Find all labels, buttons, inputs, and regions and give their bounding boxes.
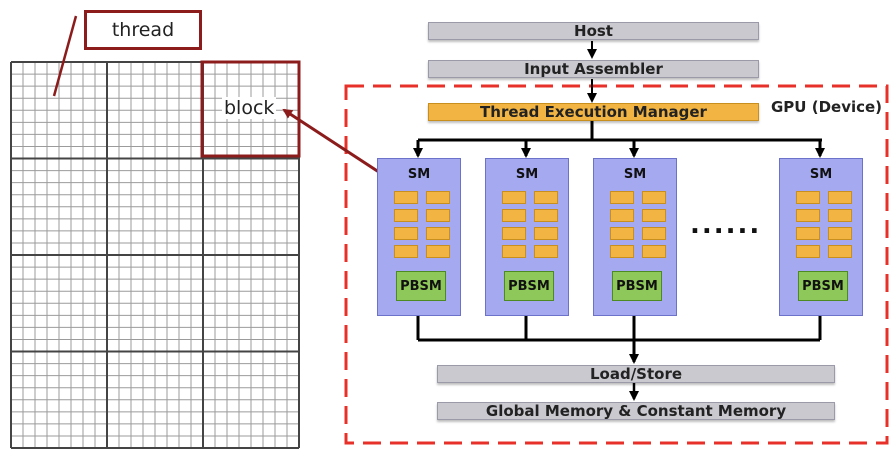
ellipsis-more-sms: ...... <box>690 210 762 240</box>
pbsm-box: PBSM <box>396 271 446 301</box>
sm-core <box>610 245 634 258</box>
gpu-device-border <box>344 84 889 445</box>
sm-core <box>642 245 666 258</box>
sm-core <box>642 191 666 204</box>
sm-core <box>426 245 450 258</box>
thread-execution-manager-bar: Thread Execution Manager <box>428 103 759 121</box>
sm-core <box>642 209 666 222</box>
sm-core <box>796 227 820 240</box>
gpu-device-label: GPU (Device) <box>771 98 883 116</box>
sm-core <box>534 209 558 222</box>
sm-core <box>610 191 634 204</box>
sm-block-1: SM PBSM <box>377 158 461 316</box>
sm-core <box>426 191 450 204</box>
sm-core <box>394 209 418 222</box>
sm-label: SM <box>623 167 647 182</box>
pbsm-box: PBSM <box>798 271 848 301</box>
sm-core <box>502 227 526 240</box>
sm-core <box>828 227 852 240</box>
sm-core <box>610 227 634 240</box>
pbsm-box: PBSM <box>504 271 554 301</box>
sm-core <box>796 209 820 222</box>
sm-core <box>642 227 666 240</box>
sm-block-3: SM PBSM <box>593 158 677 316</box>
sm-core <box>534 191 558 204</box>
sm-to-block-arrow <box>282 108 389 180</box>
sm-core <box>828 209 852 222</box>
sm-core <box>796 245 820 258</box>
sm-label: SM <box>407 167 431 182</box>
sm-core <box>502 209 526 222</box>
sm-core <box>796 191 820 204</box>
sm-core <box>426 209 450 222</box>
sm-core <box>426 227 450 240</box>
sm-core <box>394 227 418 240</box>
thread-label-text: thread <box>111 19 175 41</box>
sm-core <box>610 209 634 222</box>
block-label: block <box>222 97 277 119</box>
sm-block-4: SM PBSM <box>779 158 863 316</box>
sm-core <box>394 245 418 258</box>
sm-label: SM <box>809 167 833 182</box>
load-store-bar: Load/Store <box>437 365 835 383</box>
thread-pointer-line <box>52 15 78 97</box>
host-bar: Host <box>428 22 759 40</box>
sm-core <box>828 245 852 258</box>
block-label-text: block <box>224 97 275 119</box>
sm-core <box>394 191 418 204</box>
block-highlight <box>200 60 301 158</box>
sm-core <box>502 191 526 204</box>
sm-core <box>534 227 558 240</box>
sm-label: SM <box>515 167 539 182</box>
pbsm-box: PBSM <box>612 271 662 301</box>
sm-core <box>828 191 852 204</box>
sm-block-2: SM PBSM <box>485 158 569 316</box>
global-memory-bar: Global Memory & Constant Memory <box>437 402 835 420</box>
sm-core <box>534 245 558 258</box>
sm-core <box>502 245 526 258</box>
thread-label: thread <box>84 10 202 50</box>
input-assembler-bar: Input Assembler <box>428 60 759 78</box>
